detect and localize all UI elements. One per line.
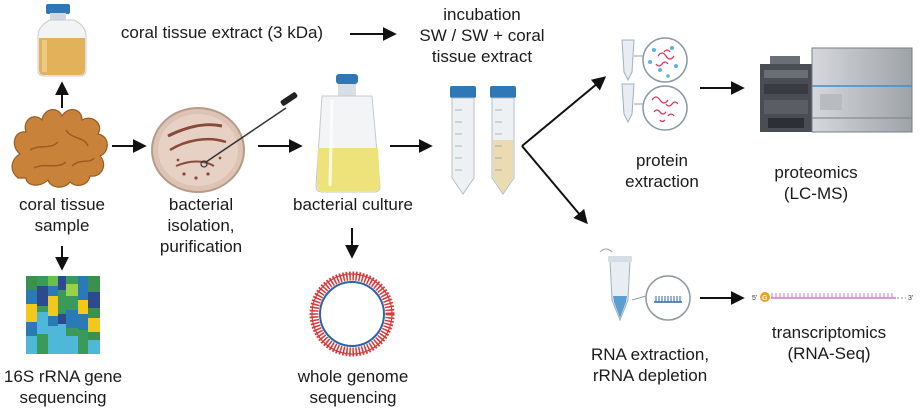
mass-spectrometer-icon xyxy=(760,47,913,133)
incubation-label: incubation SW / SW + coral tissue extrac… xyxy=(419,5,545,66)
rna-strand-icon: 5' G 3' xyxy=(752,292,913,302)
coral-extract-label: coral tissue extract (3 kDa) xyxy=(120,23,324,42)
arrow-tubes-to-protein xyxy=(521,76,607,147)
bacterial-isolation-label: bacterial isolation, purification xyxy=(159,195,243,256)
three-prime-label: 3' xyxy=(908,295,913,302)
bacterial-culture-label: bacterial culture xyxy=(292,195,413,214)
five-prime-label: 5' xyxy=(752,295,757,302)
inoculation-loop-icon xyxy=(205,107,287,163)
sequencing-16s-label: 16S rRNA gene sequencing xyxy=(3,367,123,407)
culture-flask-icon xyxy=(315,74,381,193)
bottle-icon xyxy=(37,4,87,77)
rna-tube-icon xyxy=(599,248,691,322)
cap-label: G xyxy=(762,295,768,302)
coral-sample-label: coral tissue sample xyxy=(19,195,105,235)
falcon-tube-icon xyxy=(450,86,516,195)
protein-extraction-label: protein extraction xyxy=(625,151,699,191)
rna-extraction-label: RNA extraction, rRNA depletion xyxy=(590,345,710,385)
arrow-tubes-to-rna xyxy=(521,145,588,225)
protein-extraction-icon xyxy=(621,37,688,131)
petri-dish-icon xyxy=(151,92,298,193)
proteomics-label: proteomics (LC-MS) xyxy=(774,163,858,203)
whole-genome-label: whole genome sequencing xyxy=(297,367,409,407)
transcriptomics-label: transcriptomics (RNA-Seq) xyxy=(771,323,887,363)
genome-circle-icon xyxy=(309,271,395,357)
heatmap-icon xyxy=(26,276,100,354)
flow-arrows xyxy=(55,27,745,305)
coral-icon xyxy=(11,109,108,188)
